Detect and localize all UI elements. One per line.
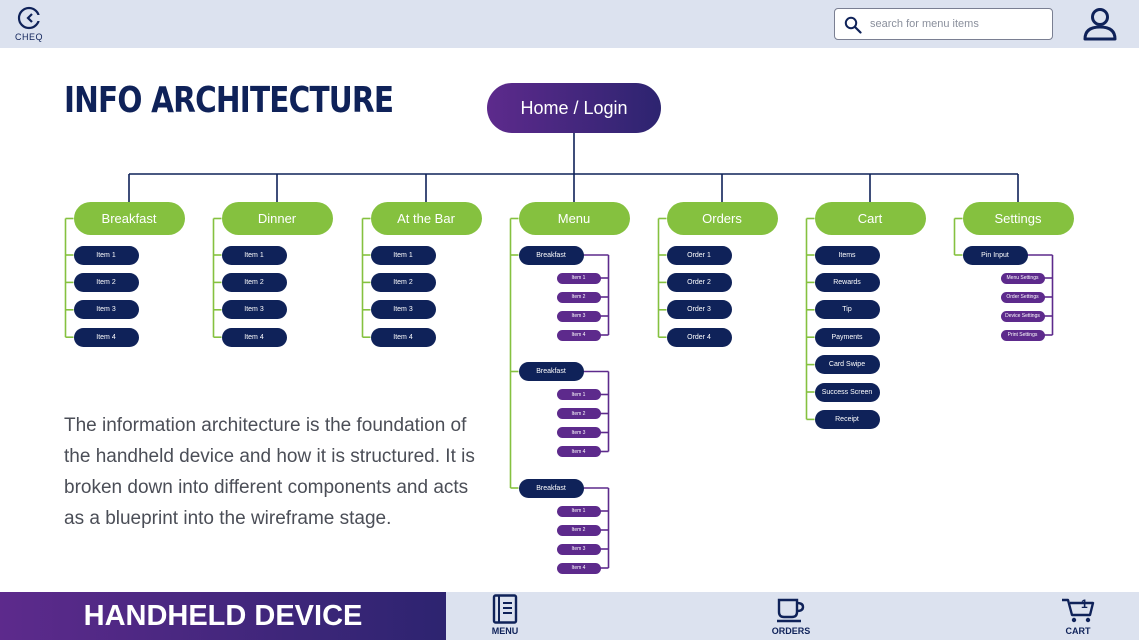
sub-item-node: Item 3 [556, 427, 601, 438]
description-text: The information architecture is the foun… [64, 415, 475, 529]
category-node-6: Settings [962, 202, 1074, 235]
category-node-4: Orders [666, 202, 778, 235]
sub-item-node: Item 2 [556, 524, 601, 536]
sub-item-node: Item 3 [556, 310, 601, 322]
item-node: Item 3 [370, 300, 436, 320]
search-icon [844, 16, 862, 34]
sub-item-node: Item 1 [556, 389, 601, 400]
nav-cart-button[interactable]: 1 CART [1043, 594, 1113, 640]
search-input[interactable]: search for menu items [834, 8, 1053, 40]
category-node-1: Dinner [221, 202, 333, 235]
item-node: Card Swipe [814, 355, 880, 375]
cheq-logo-icon [17, 6, 41, 30]
item-node: Success Screen [814, 382, 880, 402]
nav-orders-button[interactable]: ORDERS [756, 594, 826, 640]
device-label: HANDHELD DEVICE [83, 600, 363, 632]
nav-cart-label: CART [1065, 626, 1091, 636]
menu-book-icon [492, 594, 518, 624]
sub-item-node: Print Settings [1000, 329, 1045, 341]
sub-item-node: Item 3 [556, 543, 601, 555]
category-node-0: Breakfast [73, 202, 185, 235]
bottom-bar: HANDHELD DEVICE MENU ORDERS [0, 592, 1139, 640]
nav-menu-label: MENU [491, 626, 519, 636]
sub-item-node: Item 2 [556, 291, 601, 303]
item-node: Item 4 [370, 327, 436, 347]
sub-item-node: Device Settings [1000, 310, 1045, 322]
cart-count-badge: 1 [1081, 597, 1088, 611]
item-node: Item 2 [221, 272, 287, 292]
sub-item-node: Item 4 [556, 329, 601, 341]
sub-item-node: Item 1 [556, 272, 601, 284]
item-node: Order 4 [666, 327, 732, 347]
user-icon[interactable] [1082, 6, 1118, 42]
category-node-3: Menu [518, 202, 630, 235]
group-node: Pin Input [962, 245, 1028, 265]
item-node: Order 3 [666, 300, 732, 320]
item-node: Payments [814, 327, 880, 347]
item-node: Item 2 [370, 272, 436, 292]
category-node-2: At the Bar [370, 202, 482, 235]
sub-item-node: Item 4 [556, 562, 601, 574]
item-node: Rewards [814, 272, 880, 292]
item-node: Items [814, 245, 880, 265]
sub-item-node: Item 1 [556, 505, 601, 517]
group-node: Breakfast [518, 245, 584, 265]
item-node: Item 1 [73, 245, 139, 265]
logo-text: CHEQ [14, 32, 43, 42]
item-node: Receipt [814, 409, 880, 429]
item-node: Item 1 [221, 245, 287, 265]
sub-item-node: Item 2 [556, 408, 601, 419]
top-bar: CHEQ search for menu items [0, 0, 1139, 48]
page-title: INFO ARCHITECTURE [64, 80, 394, 121]
sub-item-node: Order Settings [1000, 291, 1045, 303]
coffee-cup-icon [777, 598, 805, 623]
item-node: Tip [814, 300, 880, 320]
category-node-5: Cart [814, 202, 926, 235]
cart-icon [1062, 598, 1095, 623]
item-node: Item 3 [221, 300, 287, 320]
nav-menu-button[interactable]: MENU [470, 594, 540, 640]
item-node: Order 1 [666, 245, 732, 265]
sub-item-node: Item 4 [556, 446, 601, 457]
sub-item-node: Menu Settings [1000, 272, 1045, 284]
item-node: Item 3 [73, 300, 139, 320]
cheq-logo[interactable]: CHEQ [12, 6, 46, 44]
root-node: Home / Login [487, 83, 661, 133]
item-node: Order 2 [666, 272, 732, 292]
nav-orders-label: ORDERS [771, 626, 811, 636]
item-node: Item 4 [73, 327, 139, 347]
item-node: Item 1 [370, 245, 436, 265]
group-node: Breakfast [518, 478, 584, 498]
device-label-banner: HANDHELD DEVICE [0, 592, 446, 640]
search-placeholder: search for menu items [870, 18, 979, 30]
item-node: Item 4 [221, 327, 287, 347]
group-node: Breakfast [518, 362, 584, 381]
item-node: Item 2 [73, 272, 139, 292]
